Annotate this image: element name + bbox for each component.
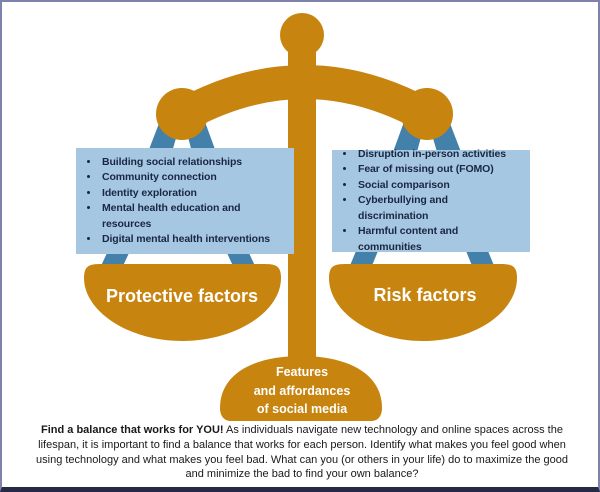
balance-scale-diagram: Building social relationshipsCommunity c… [2, 2, 598, 422]
list-item: Building social relationships [100, 155, 278, 171]
risk-pan [329, 264, 517, 341]
beam-knob-right [401, 88, 453, 140]
protective-pan [84, 264, 281, 341]
list-item: Disruption in-person activities [356, 147, 520, 163]
caption-body: As individuals navigate new technology a… [36, 424, 568, 481]
list-item: Harmful content and communities [356, 224, 520, 255]
beam-knob-left [156, 88, 208, 140]
list-item: Identity exploration [100, 186, 278, 202]
scale-body [84, 13, 517, 421]
scale-base [220, 356, 382, 421]
base-label-line-3: of social media [256, 402, 348, 416]
strap-pan-right-2 [466, 251, 495, 268]
strap-pan-right-1 [349, 251, 378, 268]
base-label-line-1: Features [275, 365, 329, 379]
scale-head [280, 13, 324, 57]
list-item: Fear of missing out (FOMO) [356, 162, 520, 178]
protective-factors-list: Building social relationshipsCommunity c… [76, 155, 282, 248]
list-item: Social comparison [356, 178, 520, 194]
caption-lead: Find a balance that works for YOU! [41, 424, 224, 436]
scale-beam [165, 65, 444, 133]
caption-paragraph: Find a balance that works for YOU! As in… [30, 423, 574, 482]
risk-factors-box: Disruption in-person activitiesFear of m… [332, 148, 530, 253]
base-label-line-2: and affordances [253, 383, 351, 398]
list-item: Community connection [100, 170, 278, 186]
risk-factors-list: Disruption in-person activitiesFear of m… [332, 147, 524, 256]
list-item: Mental health education and resources [100, 201, 278, 232]
list-item: Cyberbullying and discrimination [356, 193, 520, 224]
risk-pan-label: Risk factors [373, 285, 477, 305]
balance-scale-graphic [84, 13, 517, 421]
protective-pan-label: Protective factors [105, 286, 259, 306]
list-item: Digital mental health interventions [100, 232, 278, 248]
scale-base-label: Features and affordances of social media [220, 363, 384, 419]
protective-factors-box: Building social relationshipsCommunity c… [76, 148, 294, 254]
